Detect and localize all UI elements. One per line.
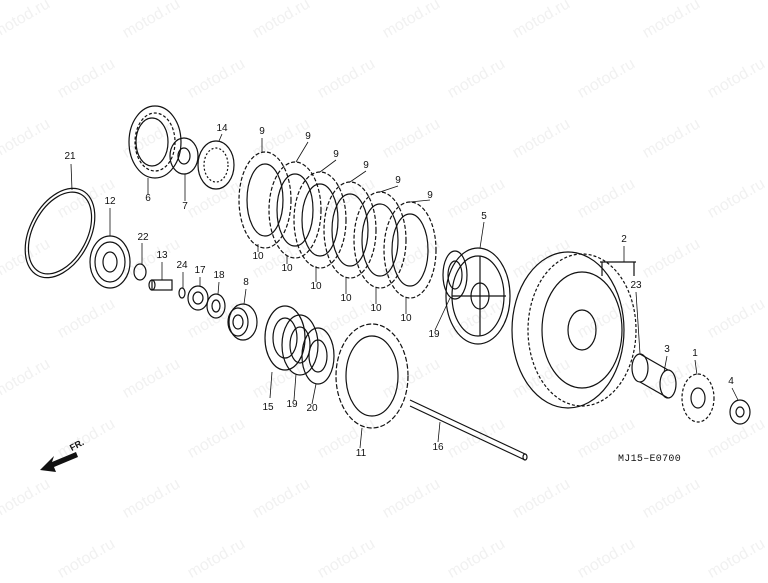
diagram-code: MJ15–E0700 — [618, 454, 682, 465]
front-arrow-icon — [40, 452, 78, 472]
callout-19: 19 — [286, 399, 298, 410]
callout-13: 13 — [156, 250, 168, 261]
callout-10: 10 — [340, 293, 352, 304]
washer-part-22 — [133, 263, 147, 281]
leader-lines — [70, 133, 739, 449]
friction-and-steel-plates — [238, 151, 437, 299]
callout-17: 17 — [194, 265, 206, 276]
sleeve-part-23 — [631, 353, 677, 399]
plate-part-12 — [89, 235, 131, 289]
callout-7: 7 — [182, 201, 188, 212]
callout-10: 10 — [281, 263, 293, 274]
clutch-outer-part-2 — [511, 251, 637, 409]
callout-3: 3 — [664, 344, 670, 355]
callout-9: 9 — [427, 190, 433, 201]
callout-15: 15 — [262, 402, 274, 413]
callout-23: 23 — [630, 280, 642, 291]
callout-12: 12 — [104, 196, 116, 207]
snap-ring-part — [24, 187, 96, 279]
callout-8: 8 — [243, 277, 249, 288]
callout-1: 1 — [692, 348, 698, 359]
bolt-part-13 — [148, 279, 173, 291]
callout-21: 21 — [64, 151, 76, 162]
callout-11: 11 — [355, 448, 367, 459]
callout-2: 2 — [621, 234, 627, 245]
plate-part-11 — [335, 323, 409, 429]
callout-9: 9 — [259, 126, 265, 137]
callout-9: 9 — [395, 175, 401, 186]
washer-part-18 — [206, 293, 226, 319]
callout-10: 10 — [310, 281, 322, 292]
pin-part-24 — [178, 287, 186, 299]
push-rod-part-16 — [409, 399, 528, 461]
nut-part-17 — [187, 285, 209, 311]
callout-18: 18 — [213, 270, 225, 281]
callout-10: 10 — [400, 313, 412, 324]
callout-24: 24 — [176, 260, 188, 271]
needle-bearing-part-14 — [197, 140, 235, 190]
callout-9: 9 — [363, 160, 369, 171]
callout-10: 10 — [252, 251, 264, 262]
spring-washer-part-19 — [442, 250, 468, 300]
collar-part-7 — [169, 137, 199, 175]
callout-16: 16 — [432, 442, 444, 453]
callout-20: 20 — [306, 403, 318, 414]
pressure-plate-part-5 — [445, 247, 511, 345]
washer-part-4 — [729, 399, 751, 425]
callout-10: 10 — [370, 303, 382, 314]
bearing-part-8 — [227, 303, 258, 341]
callout-9: 9 — [305, 131, 311, 142]
washers-15-19-20 — [264, 305, 335, 385]
callout-22: 22 — [137, 232, 149, 243]
callout-5: 5 — [481, 211, 487, 222]
gear-part-1 — [681, 373, 715, 423]
callout-4: 4 — [728, 376, 734, 387]
callout-14: 14 — [216, 123, 228, 134]
callout-6: 6 — [145, 193, 151, 204]
callout-9: 9 — [333, 149, 339, 160]
callout-19: 19 — [428, 329, 440, 340]
